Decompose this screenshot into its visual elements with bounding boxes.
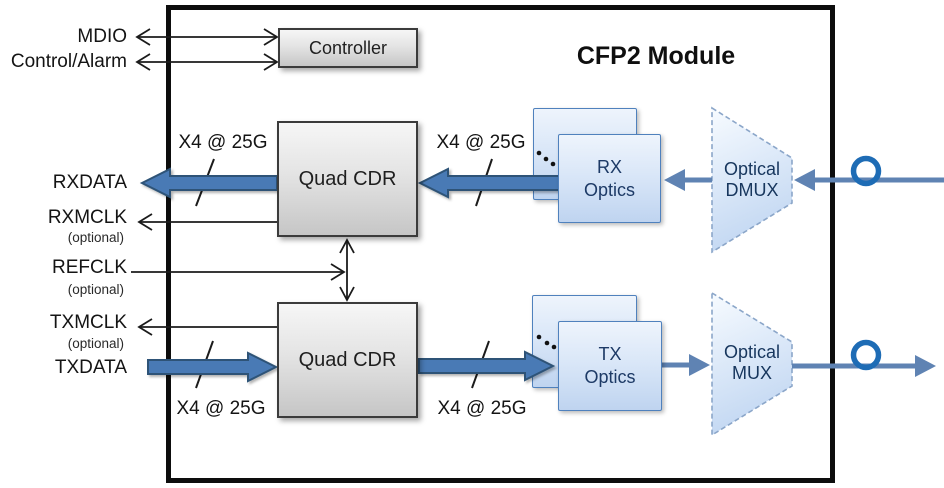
refclk-arrow <box>131 263 346 281</box>
quad-cdr-tx-block: Quad CDR <box>277 302 418 418</box>
tx-optics-label-line2: Optics <box>584 367 636 387</box>
optical-mux-shape <box>711 291 793 437</box>
stacked-lanes-dots <box>536 150 557 350</box>
quad-cdr-tx-label: Quad CDR <box>298 348 397 371</box>
cdr-to-tx-optics-bus-arrow <box>418 350 556 382</box>
bus-label-tx-host: X4 @ 25G <box>176 398 266 419</box>
quad-cdr-rx-label: Quad CDR <box>298 167 397 190</box>
fiber-loop-icon <box>850 339 882 371</box>
port-label-rxdata: RXDATA <box>52 172 127 193</box>
rxmclk-arrow <box>137 213 277 231</box>
mdio-arrow <box>135 28 279 46</box>
optical-dmux-label: Optical DMUX <box>723 159 781 200</box>
optical-dmux-shape <box>711 106 793 254</box>
port-note-txmclk: (optional) <box>67 336 124 351</box>
rx-optics-label-line2: Optics <box>583 179 635 200</box>
port-note-refclk: (optional) <box>67 282 124 297</box>
tx-optics-block: TX Optics <box>558 321 662 411</box>
quad-cdr-rx-block: Quad CDR <box>277 121 418 237</box>
control-alarm-arrow <box>135 53 279 71</box>
cfp2-module-outline <box>166 5 835 483</box>
controller-block: Controller <box>278 28 418 68</box>
fiber-input-arrow <box>794 169 944 191</box>
port-label-refclk: REFCLK <box>52 257 127 278</box>
controller-label: Controller <box>308 37 388 58</box>
dmux-to-rx-optics-arrow <box>664 169 712 191</box>
tx-optics-to-mux-arrow <box>661 354 710 376</box>
cdr-link-arrow <box>339 238 355 302</box>
bus-label-tx-line: X4 @ 25G <box>437 398 527 419</box>
rx-optics-block: RX Optics <box>558 134 661 223</box>
rx-optics-to-cdr-bus-arrow <box>417 167 561 199</box>
fiber-loop-icon <box>850 155 882 187</box>
bus-label-rx-host: X4 @ 25G <box>178 132 268 153</box>
module-title: CFP2 Module <box>576 42 736 70</box>
txdata-bus-arrow <box>147 351 279 383</box>
port-label-mdio: MDIO <box>77 26 127 47</box>
port-label-txmclk: TXMCLK <box>49 312 127 333</box>
port-label-rxmclk: RXMCLK <box>47 207 127 228</box>
tx-optics-label-line1: TX <box>598 344 622 364</box>
port-note-rxmclk: (optional) <box>67 230 124 245</box>
optical-mux-label: Optical MUX <box>723 342 781 383</box>
bus-label-rx-line: X4 @ 25G <box>436 132 526 153</box>
port-label-control-alarm: Control/Alarm <box>10 51 127 72</box>
rx-optics-label-line1: RX <box>596 156 622 177</box>
port-label-txdata: TXDATA <box>54 357 127 378</box>
txmclk-arrow <box>137 318 277 336</box>
